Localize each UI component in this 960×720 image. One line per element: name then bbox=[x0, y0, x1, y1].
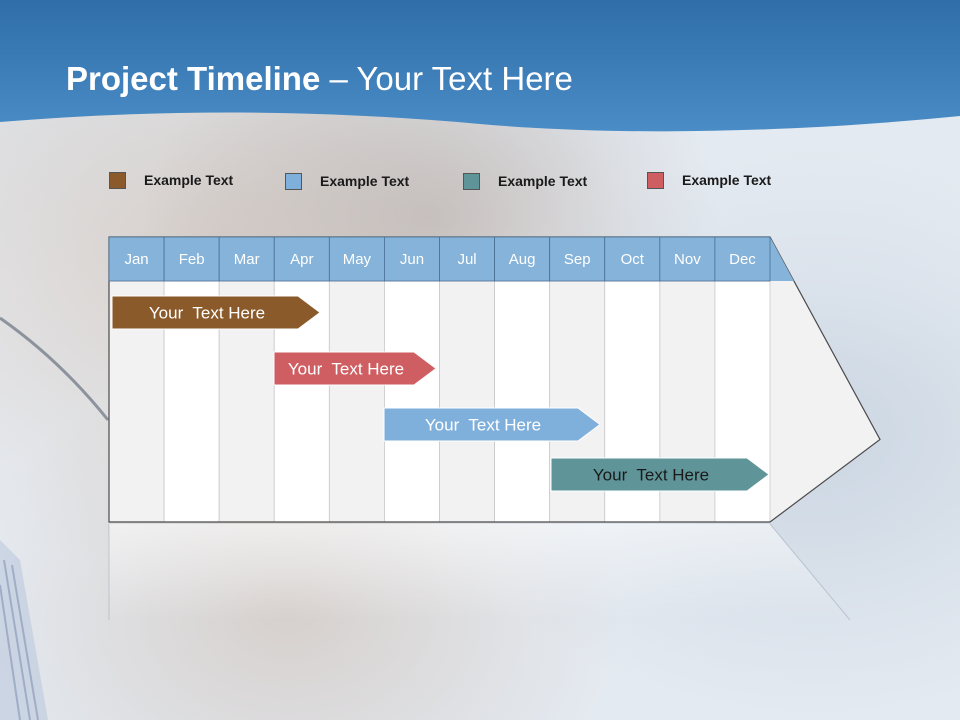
timeline-bar-4 bbox=[550, 457, 770, 492]
month-header-cell-nov bbox=[659, 236, 716, 282]
month-label-feb: Feb bbox=[179, 251, 205, 268]
month-label-jan: Jan bbox=[124, 251, 148, 268]
month-header-cell-jun bbox=[384, 236, 440, 282]
month-label-aug: Aug bbox=[509, 251, 536, 268]
legend-swatch-2 bbox=[285, 172, 302, 190]
timeline-bar-label-3: Your Text Here bbox=[425, 416, 541, 435]
month-header-cell-mar bbox=[218, 236, 275, 282]
month-header-cell-feb bbox=[163, 236, 220, 282]
timeline-bar-label-2: Your Text Here bbox=[288, 360, 404, 379]
legend-label-2: Example Text bbox=[320, 173, 410, 189]
timeline-bar-1 bbox=[111, 295, 321, 330]
month-label-may: May bbox=[343, 251, 372, 268]
month-header-cell-jan bbox=[108, 236, 165, 282]
legend-item-3: Example Text bbox=[463, 171, 587, 191]
reflection-edge-right bbox=[769, 523, 851, 621]
month-label-mar: Mar bbox=[234, 251, 260, 268]
month-column-aug bbox=[494, 280, 551, 523]
legend-item-4: Example Text bbox=[647, 170, 771, 190]
legend-swatch-3 bbox=[463, 172, 480, 190]
timeline-bar-3 bbox=[383, 407, 601, 442]
header-banner bbox=[0, 0, 960, 132]
title-separator: – bbox=[320, 60, 357, 97]
legend-item-1: Example Text bbox=[109, 170, 233, 190]
timeline-bar-2 bbox=[273, 351, 437, 386]
month-header-cell-sep bbox=[549, 236, 606, 282]
title-rest: Your Text Here bbox=[356, 60, 573, 97]
title-bold: Project Timeline bbox=[66, 60, 321, 97]
month-label-oct: Oct bbox=[621, 251, 645, 268]
timeline-reflection bbox=[109, 524, 850, 620]
month-label-dec: Dec bbox=[729, 251, 756, 268]
month-label-jun: Jun bbox=[400, 251, 424, 268]
month-column-may bbox=[328, 280, 385, 523]
legend-swatch-1 bbox=[109, 171, 126, 189]
timeline-bar-label-4: Your Text Here bbox=[593, 466, 709, 485]
header-arrow-wedge bbox=[770, 237, 794, 281]
timeline-bar-label-1: Your Text Here bbox=[149, 304, 265, 323]
legend-item-2: Example Text bbox=[285, 171, 409, 191]
month-header-cell-dec bbox=[714, 236, 771, 282]
month-label-nov: Nov bbox=[674, 251, 701, 268]
month-header-cell-jul bbox=[439, 236, 495, 282]
month-label-sep: Sep bbox=[564, 251, 591, 268]
month-label-jul: Jul bbox=[457, 251, 476, 268]
month-column-jul bbox=[439, 280, 495, 523]
legend-label-3: Example Text bbox=[498, 173, 588, 189]
month-header-cell-aug bbox=[494, 236, 551, 282]
month-header-cell-oct bbox=[604, 236, 661, 282]
legend-label-1: Example Text bbox=[144, 172, 234, 188]
month-column-jun bbox=[384, 280, 440, 523]
page-title: Project Timeline – Your Text Here bbox=[66, 60, 573, 98]
month-label-apr: Apr bbox=[290, 251, 313, 268]
month-header-cell-may bbox=[328, 236, 385, 282]
legend-swatch-4 bbox=[647, 171, 664, 189]
legend-label-4: Example Text bbox=[682, 172, 772, 188]
